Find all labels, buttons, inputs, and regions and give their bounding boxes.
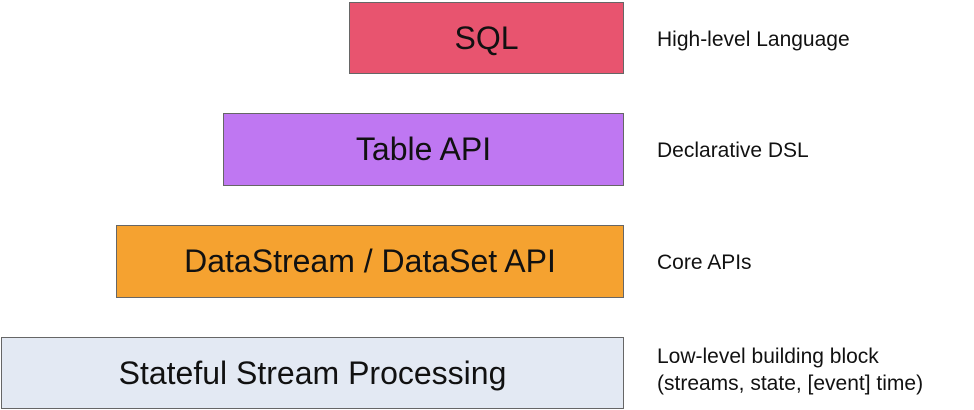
layer-datastream-label: DataStream / DataSet API [184, 243, 556, 279]
layer-stateful-stream-processing-description: Low-level building block (streams, state… [657, 343, 923, 397]
layer-table-api-description-line: Declarative DSL [657, 139, 809, 162]
layer-sql-box: SQL [349, 2, 624, 74]
layer-datastream-description: Core APIs [657, 249, 752, 276]
layer-sql-description: High-level Language [657, 26, 850, 53]
layer-table-api-box: Table API [223, 113, 624, 186]
layer-stateful-description-line-1: Low-level building block [657, 345, 879, 368]
layer-table-api-label: Table API [355, 131, 492, 167]
layer-stateful-stream-processing-box: Stateful Stream Processing [1, 337, 624, 409]
layer-datastream-box: DataStream / DataSet API [116, 225, 624, 298]
layer-sql-description-line: High-level Language [657, 28, 850, 51]
layer-sql-label: SQL [454, 19, 519, 56]
layer-table-api-description: Declarative DSL [657, 137, 809, 164]
layer-datastream-description-line: Core APIs [657, 251, 752, 274]
layer-stateful-description-line-2: (streams, state, [event] time) [657, 372, 924, 395]
layer-stateful-stream-processing-label: Stateful Stream Processing [118, 354, 507, 391]
